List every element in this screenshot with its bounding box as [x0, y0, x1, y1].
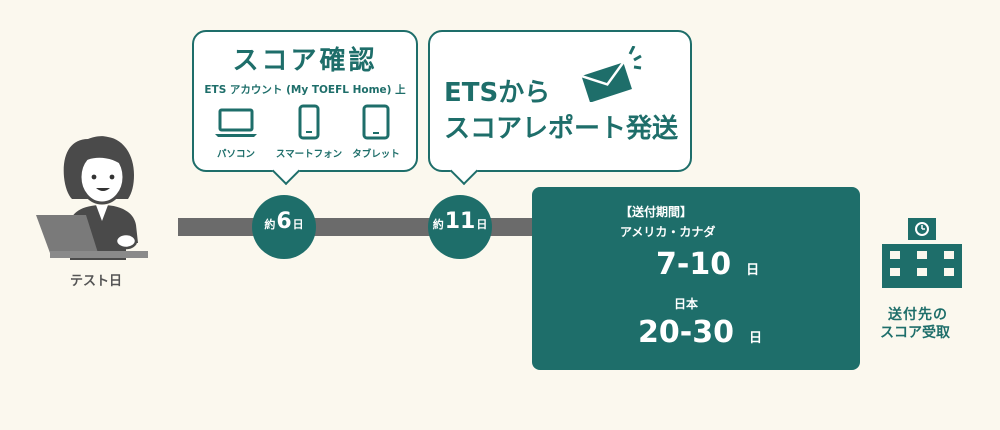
- recipient-label-line2: スコア受取: [880, 325, 950, 341]
- score-check-subtitle: ETS アカウント (My TOEFL Home) 上: [204, 84, 406, 96]
- milestone-day11-suffix: 日: [476, 218, 488, 231]
- delivery-period-box: 【送付期間】 アメリカ・カナダ 7-10 日 日本 20-30 日: [532, 187, 860, 370]
- region-japan: 日本: [674, 297, 699, 311]
- region-us-canada-days: 7-10: [656, 247, 732, 282]
- milestone-day6-number: 6: [276, 209, 292, 234]
- region-japan-days: 20-30: [638, 315, 734, 350]
- region-us-canada-unit: 日: [746, 263, 760, 278]
- recipient-label-line1: 送付先の: [888, 307, 948, 323]
- score-check-title: スコア確認: [232, 46, 378, 76]
- envelope-icon: [581, 46, 642, 102]
- test-day-label: テスト日: [70, 274, 123, 289]
- milestone-day11: 約 11 日: [428, 195, 492, 259]
- report-sent-line2: スコアレポート発送: [444, 114, 679, 144]
- region-us-canada-days-group: 7-10 日: [656, 247, 759, 282]
- milestone-day6-prefix: 約: [264, 218, 276, 231]
- device-label-tablet: タブレット: [352, 149, 400, 160]
- delivery-period-label: 【送付期間】: [620, 205, 693, 219]
- report-sent-bubble: ETSから スコアレポート発送: [428, 30, 692, 186]
- milestone-day6: 約 6 日: [252, 195, 316, 259]
- region-japan-unit: 日: [749, 331, 763, 346]
- milestone-day6-suffix: 日: [292, 218, 304, 231]
- region-us-canada: アメリカ・カナダ: [620, 225, 716, 239]
- device-label-pc: パソコン: [216, 149, 255, 160]
- laptop-icon: [215, 108, 257, 137]
- smartphone-icon: [298, 104, 320, 140]
- building-icon: [882, 218, 962, 288]
- tablet-icon: [362, 104, 390, 140]
- milestone-day11-prefix: 約: [432, 218, 444, 231]
- region-japan-days-group: 20-30 日: [638, 315, 762, 350]
- device-label-smartphone: スマートフォン: [275, 149, 343, 160]
- test-taker-illustration: [36, 136, 148, 260]
- score-check-bubble: スコア確認 ETS アカウント (My TOEFL Home) 上 パソコン ス…: [192, 30, 418, 186]
- report-sent-line1: ETSから: [444, 78, 551, 108]
- milestone-day11-number: 11: [444, 209, 476, 234]
